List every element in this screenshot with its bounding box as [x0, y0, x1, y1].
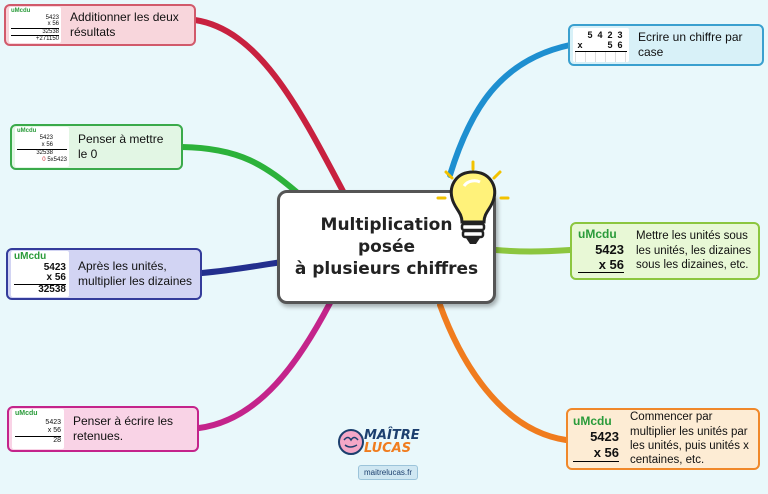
lightbulb-icon	[436, 160, 510, 244]
brand-url[interactable]: maitrelucas.fr	[358, 465, 419, 480]
thumb-carry: uMcdu 5423 x 56 28	[12, 409, 64, 449]
thumb-start: uMcdu 5423 x 56	[573, 414, 619, 462]
central-topic[interactable]: Multiplication posée à plusieurs chiffre…	[277, 190, 496, 304]
link-align	[493, 247, 573, 255]
branch-zero-label: Penser à mettre le 0	[78, 132, 164, 161]
link-digit	[447, 42, 573, 178]
central-title-line-2: posée	[357, 236, 416, 257]
link-add	[192, 17, 348, 198]
branch-digit-label: Ecrire un chiffre par case	[638, 30, 743, 59]
branch-add[interactable]: uMcdu 5423 x 56 32538 +271150 Additionne…	[4, 4, 196, 46]
thumb-tens: uMcdu 5423 x 56 32538	[11, 251, 69, 297]
branch-align-label: Mettre les unités sous les unités, les d…	[636, 230, 752, 272]
branch-zero[interactable]: uMcdu 5423 x 56 32538 0 5x5423 Penser à …	[10, 124, 183, 170]
link-tens	[199, 259, 285, 276]
central-title-line-3: à plusieurs chiffres	[294, 259, 479, 280]
link-start	[437, 302, 569, 443]
brain-icon	[338, 429, 364, 455]
branch-carry[interactable]: uMcdu 5423 x 56 28 Penser à écrire les r…	[7, 406, 199, 452]
branch-add-label: Additionner les deux résultats	[70, 10, 179, 39]
link-carry	[196, 300, 333, 431]
central-title-line-1: Multiplication	[320, 214, 453, 235]
thumb-zero: uMcdu 5423 x 56 32538 0 5x5423	[15, 127, 69, 167]
branch-start[interactable]: uMcdu 5423 x 56 Commencer par multiplier…	[566, 408, 760, 470]
thumb-align: uMcdu 5423 x 56	[578, 227, 624, 273]
branch-tens[interactable]: uMcdu 5423 x 56 32538 Après les unités, …	[6, 248, 202, 300]
thumb-add: uMcdu 5423 x 56 32538 +271150	[9, 7, 61, 43]
branch-align[interactable]: uMcdu 5423 x 56 Mettre les unités sous l…	[570, 222, 760, 280]
link-zero	[179, 144, 303, 198]
branch-start-label: Commencer par multiplier les unités par …	[630, 411, 749, 467]
branch-carry-label: Penser à écrire les retenues.	[73, 414, 174, 443]
branch-tens-label: Après les unités, multiplier les dizaine…	[78, 259, 193, 288]
